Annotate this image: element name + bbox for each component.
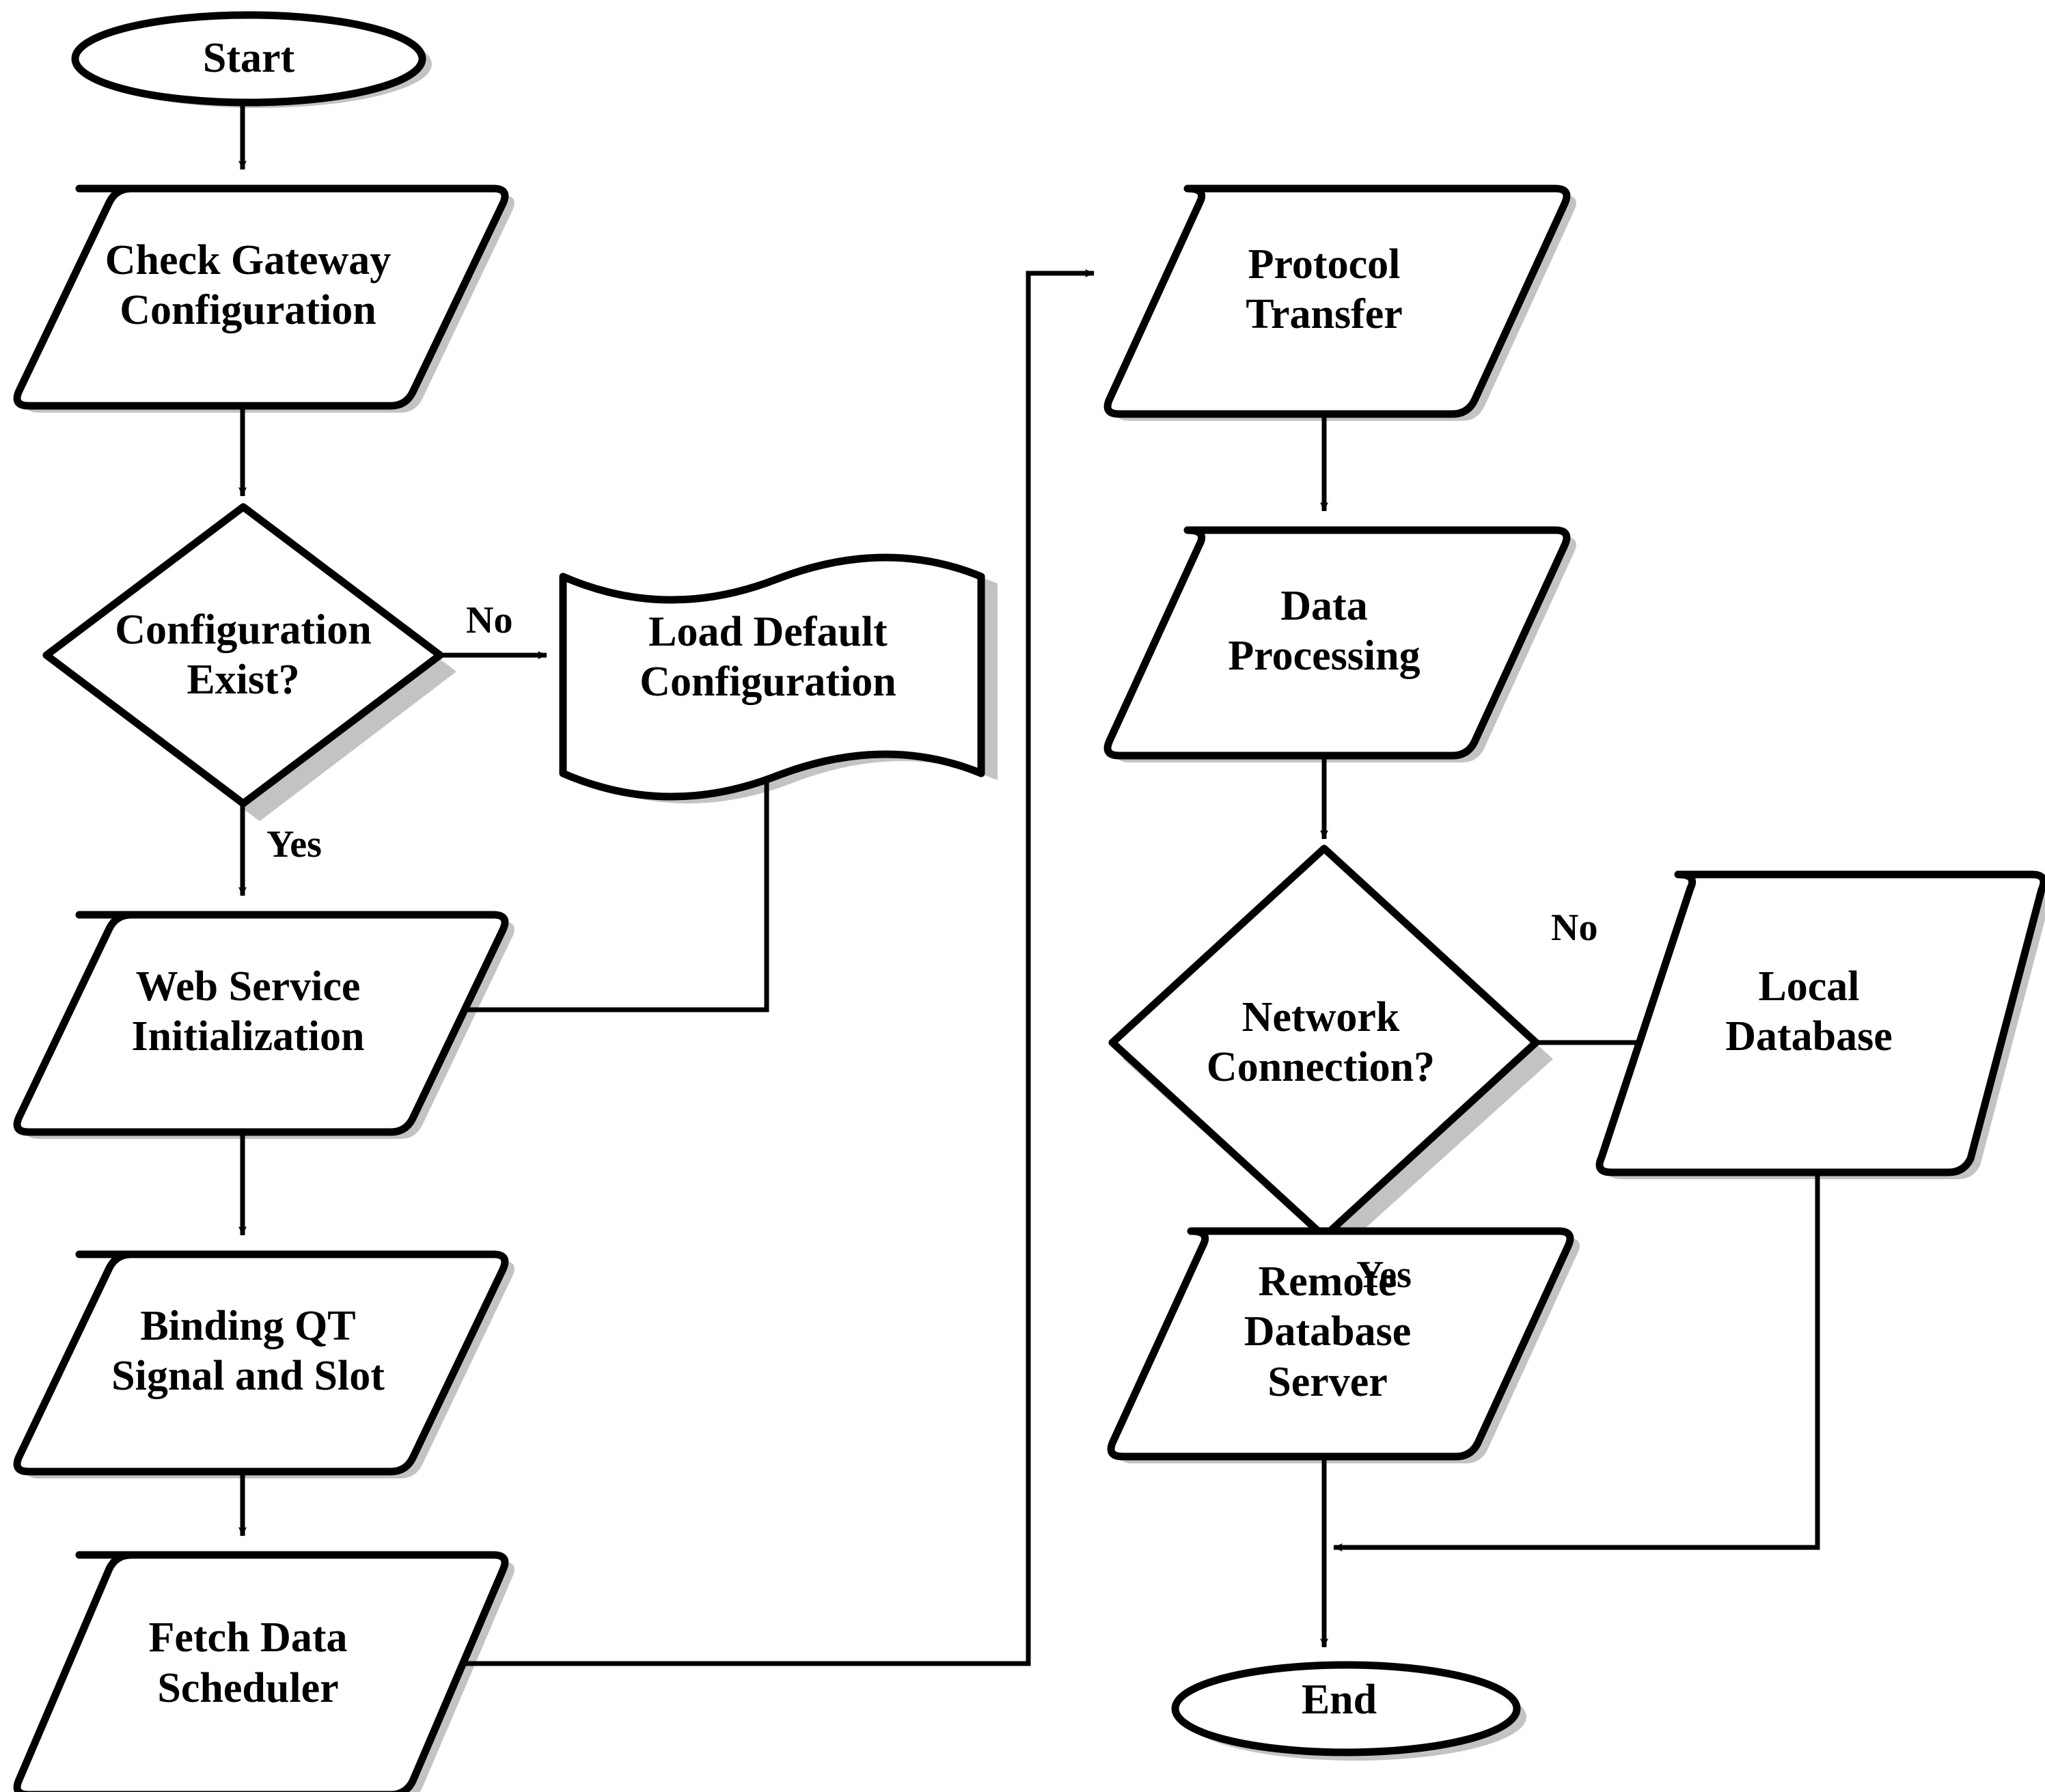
shapes [13,11,2045,1792]
node-net-conn-shape[interactable] [1108,844,1540,1241]
node-data-proc-shape[interactable] [1103,526,1571,760]
edge-localdb-to-end [1333,1159,1820,1552]
node-start-shape[interactable] [71,11,426,107]
edge-label-net-yes: Yes [1356,1254,1412,1296]
edge-fetch-to-protocol [415,269,1095,1666]
node-protocol-shape[interactable] [1103,184,1571,418]
edge-label-config-no: No [466,599,513,642]
node-web-service-shape[interactable] [13,911,509,1136]
edge-label-net-no: No [1551,907,1598,949]
node-config-exist-shape[interactable] [42,503,444,808]
node-binding-qt-shape[interactable] [13,1250,509,1476]
node-end-shape[interactable] [1171,1661,1521,1756]
edge-load-to-web [423,758,769,1014]
node-check-gw-shape[interactable] [13,184,509,410]
node-load-default-shape[interactable] [559,553,985,801]
node-fetch-data-shape[interactable] [13,1551,509,1792]
node-remote-db-shape[interactable] [1107,1227,1574,1461]
connectors: Load Default Configuration --> Web Servi… [238,102,1820,1666]
edge-label-config-yes: Yes [266,823,322,866]
node-local-db-shape[interactable] [1595,870,2045,1176]
